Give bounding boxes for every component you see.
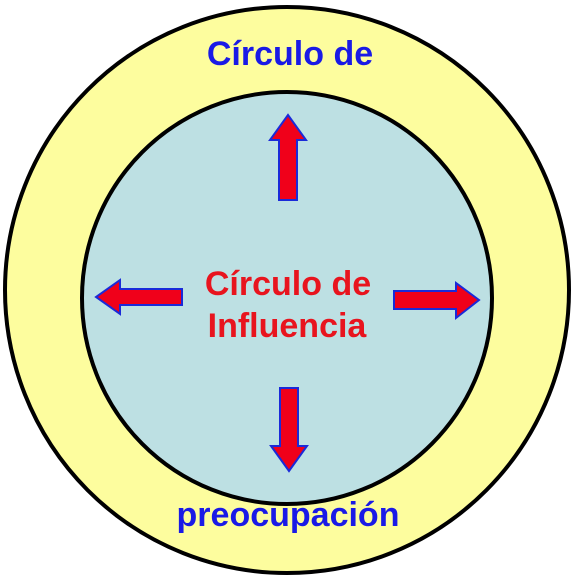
concern-label-bottom: preocupación [177, 496, 400, 534]
arrow-up-icon [268, 113, 308, 201]
arrow-down-icon [269, 387, 309, 473]
circle-of-influence [80, 90, 494, 506]
influence-label-line1: Círculo de [205, 265, 371, 303]
influence-label-line2: Influencia [208, 307, 368, 345]
arrow-right-icon [393, 281, 481, 321]
arrow-left-icon [94, 278, 183, 316]
concern-label-top: Círculo de [207, 35, 373, 73]
